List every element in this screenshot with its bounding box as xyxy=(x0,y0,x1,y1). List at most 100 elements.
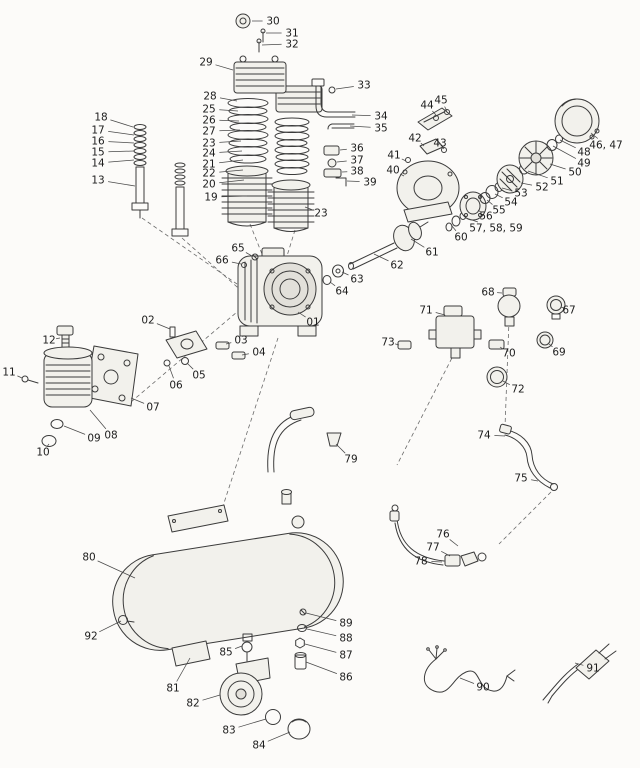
callout-leader-19 xyxy=(221,195,248,198)
callout-label-89: 89 xyxy=(339,618,352,630)
callout-label-23: 23 xyxy=(314,208,327,220)
crankcase-screws-drawing xyxy=(241,253,259,268)
callout-label-82: 82 xyxy=(186,698,199,710)
tank-drawing xyxy=(112,489,344,651)
callout-label-22: 22 xyxy=(202,168,215,180)
callout-label-71: 71 xyxy=(419,305,432,317)
callout-label-04: 04 xyxy=(252,347,266,359)
pressure-switch-drawing xyxy=(428,305,482,359)
callout-label-90: 90 xyxy=(476,682,489,694)
callout-leader-10 xyxy=(46,443,50,448)
handle-drawing xyxy=(267,406,342,473)
callout-label-86: 86 xyxy=(339,672,353,684)
callout-label-62: 62 xyxy=(390,260,403,272)
valve-plate-stack-left-drawing xyxy=(227,98,269,164)
head-bolts-drawing xyxy=(256,28,266,53)
callout-label-10: 10 xyxy=(36,447,49,459)
callout-label-17: 17 xyxy=(91,125,104,137)
callout-leader-34 xyxy=(351,114,371,116)
power-cord-drawing xyxy=(424,645,516,693)
callout-label-23: 23 xyxy=(202,138,215,150)
callout-leader-12 xyxy=(56,337,61,340)
bearings-drawing xyxy=(322,264,344,285)
callout-leader-55 xyxy=(486,199,493,205)
outlet-pipe-drawing xyxy=(311,78,356,130)
callout-label-60: 60 xyxy=(454,232,467,244)
callout-label-21: 21 xyxy=(202,159,215,171)
callout-leader-84 xyxy=(267,731,291,742)
backplate-drawing xyxy=(84,345,139,407)
callout-leader-56 xyxy=(477,209,482,213)
callout-leader-70 xyxy=(499,346,504,350)
callout-leader-22 xyxy=(219,169,244,173)
callout-label-06: 06 xyxy=(169,380,183,392)
callout-label-30: 30 xyxy=(266,16,279,28)
callout-label-36: 36 xyxy=(350,143,364,155)
callout-leader-09 xyxy=(63,425,86,435)
callout-label-08: 08 xyxy=(104,430,117,442)
callout-label-51: 51 xyxy=(550,176,563,188)
callout-leader-67 xyxy=(560,306,564,309)
callout-label-37: 37 xyxy=(350,155,363,167)
callout-label-80: 80 xyxy=(82,552,95,564)
exhaust-tube-drawing xyxy=(499,423,558,491)
callout-leader-51 xyxy=(527,170,548,179)
callout-leader-60 xyxy=(451,225,457,232)
callout-label-68: 68 xyxy=(481,287,494,299)
callout-label-02: 02 xyxy=(141,315,154,327)
motor-housing-drawing xyxy=(396,160,460,223)
mount-bracket-drawing xyxy=(163,326,246,367)
callout-label-57, 58, 59: 57, 58, 59 xyxy=(469,223,522,235)
callout-label-73: 73 xyxy=(381,337,394,349)
callout-leader-74 xyxy=(494,435,506,437)
callout-leader-63 xyxy=(341,271,349,276)
callout-label-67: 67 xyxy=(562,305,575,317)
callout-leader-37 xyxy=(336,160,347,163)
callout-leader-07 xyxy=(130,397,145,404)
callout-label-11: 11 xyxy=(2,367,15,379)
callout-leader-08 xyxy=(89,409,107,430)
callout-label-20: 20 xyxy=(202,179,215,191)
cylinder-left-drawing xyxy=(221,165,273,227)
washer-stack-tubes-drawing xyxy=(131,124,189,237)
callout-leader-90 xyxy=(459,677,475,684)
callout-leader-65 xyxy=(245,252,253,257)
callout-label-26: 26 xyxy=(202,115,216,127)
cylinder-head-rear-drawing xyxy=(275,85,323,113)
callout-leader-32 xyxy=(261,43,282,46)
callout-leader-11 xyxy=(17,375,23,379)
callout-label-92: 92 xyxy=(84,631,97,643)
fitting-left-drawing xyxy=(397,340,412,350)
callout-leader-16 xyxy=(108,141,135,144)
callout-leader-21 xyxy=(219,159,244,164)
callout-label-77: 77 xyxy=(426,542,439,554)
callout-label-69: 69 xyxy=(552,347,565,359)
callout-label-05: 05 xyxy=(192,370,205,382)
callout-leader-64 xyxy=(329,281,336,287)
callout-leader-46, 47 xyxy=(590,132,599,139)
callout-label-52: 52 xyxy=(535,182,548,194)
fittings-stack-drawing xyxy=(323,145,347,187)
valve-plate-stack-right-drawing xyxy=(274,117,310,175)
callout-label-83: 83 xyxy=(222,725,235,737)
callout-leader-75 xyxy=(531,479,539,482)
crankshaft-drawing xyxy=(348,221,429,270)
callout-label-39: 39 xyxy=(363,177,376,189)
callout-label-45: 45 xyxy=(434,95,447,107)
callout-leader-18 xyxy=(110,119,134,128)
callout-label-66: 66 xyxy=(215,255,229,267)
callout-label-32: 32 xyxy=(285,39,298,51)
callout-leader-14 xyxy=(108,159,135,163)
callout-label-64: 64 xyxy=(335,286,349,298)
callout-leader-02 xyxy=(156,323,171,330)
callout-label-35: 35 xyxy=(374,123,387,135)
callout-label-16: 16 xyxy=(91,136,105,148)
callout-label-24: 24 xyxy=(202,148,216,160)
callout-label-78: 78 xyxy=(414,556,427,568)
callout-label-01: 01 xyxy=(306,317,319,329)
callout-leader-71 xyxy=(435,312,446,316)
callout-leader-25 xyxy=(219,109,239,112)
callout-leader-03 xyxy=(225,342,232,345)
callout-label-84: 84 xyxy=(252,740,266,752)
gauge-top-drawing xyxy=(546,295,566,320)
